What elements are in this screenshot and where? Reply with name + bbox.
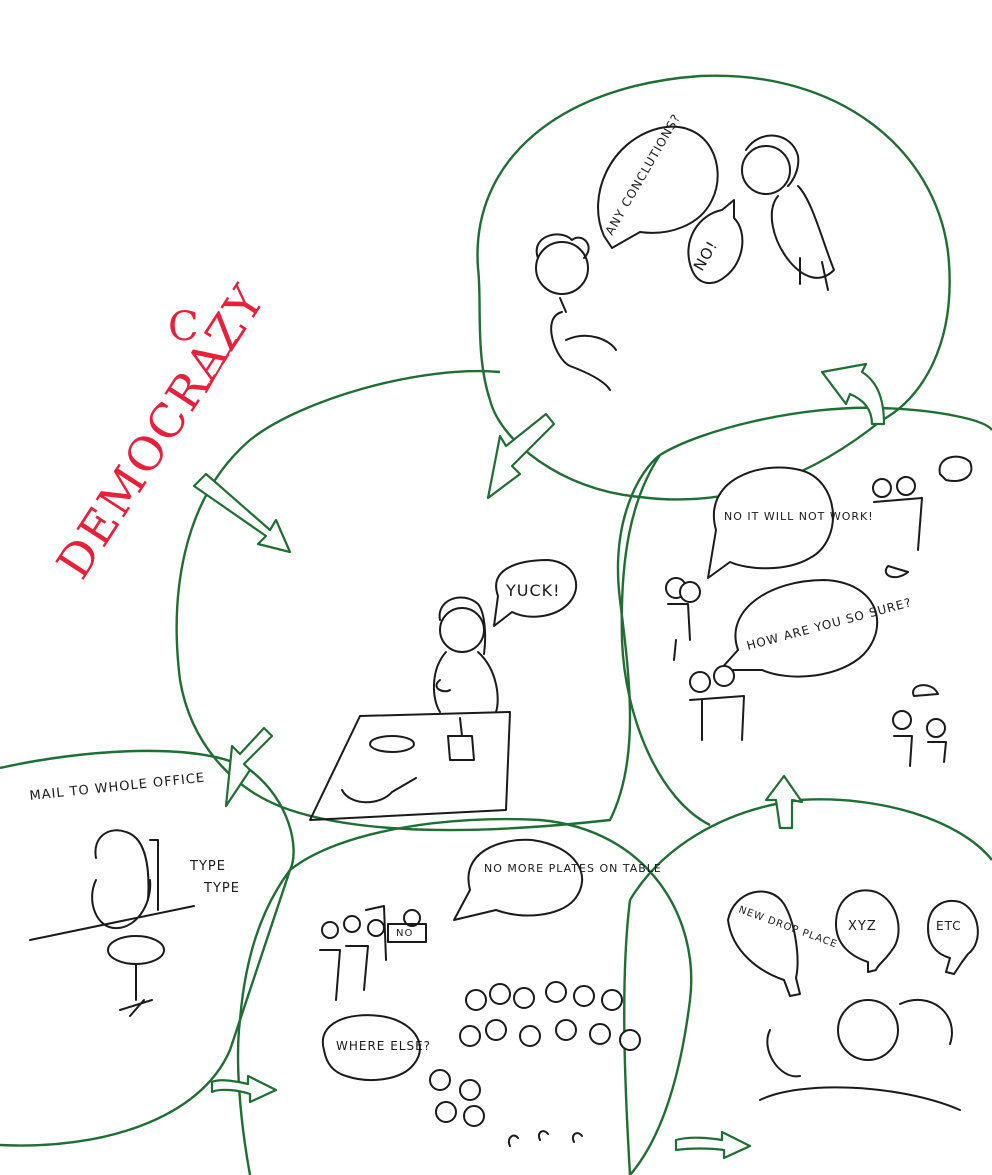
panel-crowd: NO MORE PLATES ON TABLE WHERE ELSE? NO — [319, 838, 662, 1147]
bubble-where-text: WHERE ELSE? — [336, 1039, 431, 1053]
flow-arrow-icon — [820, 362, 886, 426]
speech-bubble-icon — [493, 559, 578, 627]
mail-caption-line1: MAIL TO WHOLE OFFICE — [29, 771, 206, 804]
bubble-yuck-text: YUCK! — [505, 581, 561, 600]
flow-arrow-icon — [674, 1130, 752, 1160]
typist-figure — [29, 829, 195, 1017]
page-title: DEMOCRAZY — [46, 275, 276, 588]
title-democrazy: DEMOCRAZY — [46, 275, 276, 588]
speech-bubble-icon — [719, 579, 879, 678]
flow-arrows — [192, 362, 886, 1160]
lightbulb-icon — [927, 900, 979, 975]
panel-kitchen: YUCK! — [309, 559, 578, 821]
speech-bubble-icon — [707, 466, 834, 579]
person-right-figure — [741, 134, 835, 291]
table-drawing — [309, 711, 511, 821]
flow-arrow-icon — [764, 774, 804, 830]
circle-kitchen — [175, 369, 661, 832]
circle-meeting — [476, 74, 951, 501]
speech-bubble-icon — [597, 125, 719, 249]
bubble-plates-text: NO MORE PLATES ON TABLE — [484, 862, 662, 875]
speech-bubble-icon — [321, 1014, 421, 1081]
woman-figure — [432, 596, 499, 713]
flow-arrow-icon — [486, 412, 556, 500]
bubble-no-work-text: NO IT WILL NOT WORK! — [724, 510, 874, 523]
lightbulb-icon — [835, 889, 900, 973]
debate-figures — [665, 455, 973, 767]
panel-meeting: ANY CONCLUTIONS? NO! — [535, 111, 835, 391]
panel-ideas: NEW DROP PLACE XYZ ETC — [727, 889, 979, 1111]
audience-figure — [759, 998, 961, 1111]
flow-arrow-icon — [210, 1074, 278, 1104]
circle-debate — [620, 406, 992, 827]
crowd-top-figures — [319, 905, 427, 1001]
placard-text: NO — [396, 928, 413, 939]
mail-sound-2: TYPE — [203, 881, 240, 896]
circle-crowd — [236, 817, 693, 1175]
crowd-bottom-heads — [429, 981, 641, 1147]
panel-debate: NO IT WILL NOT WORK! HOW ARE YOU SO SURE… — [665, 455, 973, 767]
circle-ideas — [623, 798, 992, 1175]
bulb-text-2: XYZ — [848, 919, 877, 934]
title-correction-letter: C — [168, 304, 201, 350]
lightbulb-icon — [727, 890, 801, 997]
flow-arrow-icon — [192, 472, 292, 554]
mail-sound-1: TYPE — [189, 859, 226, 874]
flow-arrow-icon — [224, 726, 274, 808]
panel-mail: MAIL TO WHOLE OFFICE TYPE TYPE — [29, 771, 240, 1017]
person-left-figure — [535, 233, 617, 391]
speech-bubble-icon — [453, 838, 584, 921]
speech-bubble-icon — [687, 199, 744, 285]
bulb-text-3: ETC — [936, 919, 962, 933]
title-correction: C — [168, 304, 237, 393]
